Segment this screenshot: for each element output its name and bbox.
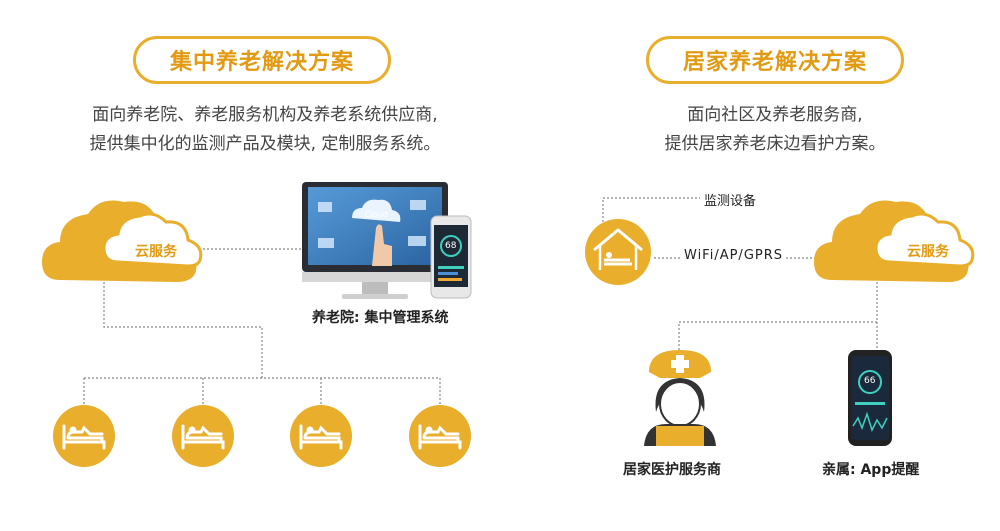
right-desc-line1: 面向社区及养老服务商, — [687, 105, 863, 125]
left-cloud-label: 云服务 — [135, 244, 177, 260]
cloud-to-beds-line — [103, 282, 263, 378]
provider-caption: 居家医护服务商 — [623, 462, 721, 478]
cloud-to-provider-line — [678, 321, 877, 352]
bed-icon — [53, 405, 115, 467]
left-title-badge: 集中养老解决方案 — [133, 36, 391, 84]
left-cloud-icon — [42, 200, 203, 282]
network-label: WiFi/AP/GPRS — [681, 248, 787, 263]
right-description: 面向社区及养老服务商, 提供居家养老床边看护方案。 — [560, 101, 990, 159]
device-label-line — [602, 197, 700, 222]
right-title-badge: 居家养老解决方案 — [646, 36, 904, 84]
family-caption: 亲属: App提醒 — [822, 462, 920, 478]
left-desc-line1: 面向养老院、养老服务机构及养老系统供应商, — [92, 105, 438, 125]
left-phone-icon — [430, 215, 472, 299]
right-desc-line2: 提供居家养老床边看护方案。 — [664, 134, 886, 154]
left-description: 面向养老院、养老服务机构及养老系统供应商, 提供集中化的监测产品及模块, 定制服… — [40, 101, 490, 159]
bed-icon — [290, 405, 352, 467]
right-title: 居家养老解决方案 — [682, 50, 867, 75]
bed-circles — [53, 405, 471, 467]
device-label: 监测设备 — [704, 194, 757, 209]
right-cloud-label: 云服务 — [907, 244, 949, 260]
right-cloud-icon — [814, 200, 975, 282]
home-device-icon — [585, 219, 651, 285]
right-phone-reading: 66 — [864, 376, 876, 386]
monitor-icon — [302, 182, 448, 299]
left-desc-line2: 提供集中化的监测产品及模块, 定制服务系统。 — [89, 134, 441, 154]
right-phone-icon — [848, 350, 892, 446]
left-phone-reading: 68 — [445, 241, 457, 251]
left-title: 集中养老解决方案 — [169, 50, 354, 75]
system-caption: 养老院: 集中管理系统 — [312, 310, 449, 326]
bed-icon — [409, 405, 471, 467]
bed-icon — [172, 405, 234, 467]
monitor-cloud-text: Cloud — [365, 210, 388, 219]
nurse-icon — [644, 350, 716, 446]
